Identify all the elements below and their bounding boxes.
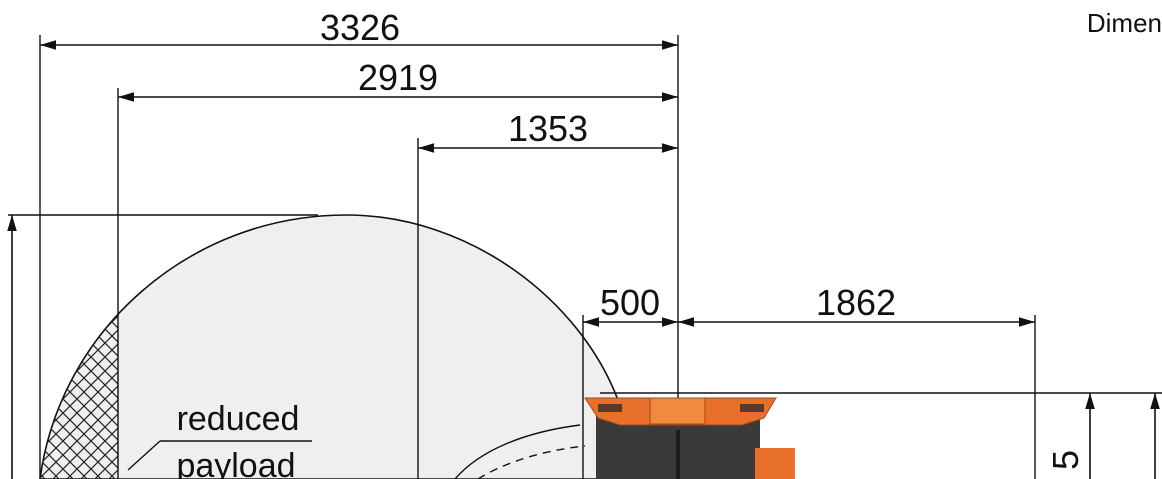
reach-envelope [39,214,619,479]
dimension-1862: 1862 [816,282,896,323]
reduced-payload-label: reduced payload [127,400,312,479]
dimension-1353: 1353 [508,108,588,149]
inner-dashed-arc [477,445,586,479]
label-payload: payload [176,447,295,479]
dimension-lines [7,40,1160,479]
dimension-partial-vertical: 5 [1045,450,1086,470]
dimension-2919: 2919 [358,57,438,98]
dimension-500: 500 [600,282,660,323]
inner-reach-arc [454,424,581,479]
header-title-fragment: Dimen [1086,8,1162,38]
dimension-3326: 3326 [320,7,400,48]
label-reduced: reduced [177,400,300,438]
robot-base-illustration [584,397,795,479]
